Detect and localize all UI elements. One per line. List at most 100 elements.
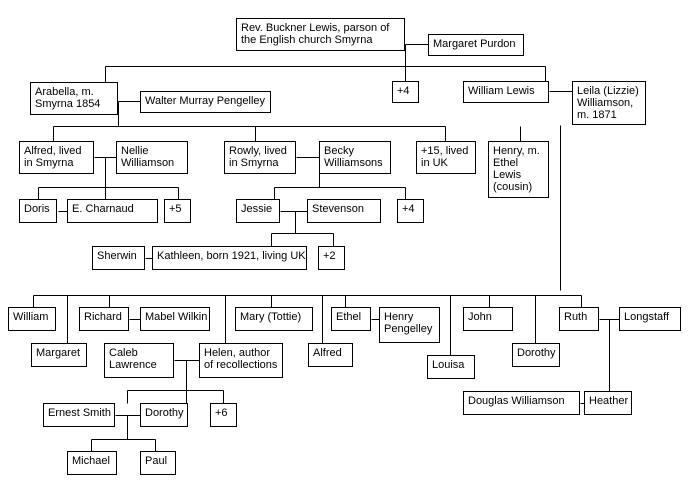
name-line: Walter Murray Pengelley [145, 95, 266, 107]
name-line: Sherwin [97, 250, 137, 262]
person-richard: Richard [79, 307, 129, 331]
person-plus4-mid: +4 [397, 199, 424, 223]
name-line: Longstaff [624, 311, 670, 323]
name-line: Alfred, lived [24, 145, 82, 157]
person-plus5: +5 [164, 199, 191, 223]
person-dorothy-right: Dorothy [512, 343, 560, 367]
name-line: +2 [323, 250, 336, 262]
name-line: Doris [24, 203, 50, 215]
name-line: of recollections [204, 359, 278, 371]
name-line: Louisa [432, 359, 465, 371]
person-plus6: +6 [210, 403, 237, 427]
name-line: Pengelley [384, 323, 433, 335]
name-line: Ethel [336, 311, 362, 323]
name-line: Douglas Williamson [468, 395, 565, 407]
person-margaret: Margaret [31, 343, 87, 367]
name-line: in UK [421, 157, 448, 169]
name-line: Ernest Smith [48, 407, 111, 419]
name-line: Lawrence [109, 359, 157, 371]
name-line: m. 1871 [577, 109, 617, 121]
name-line: William Lewis [468, 85, 535, 97]
name-line: William [13, 311, 49, 323]
person-douglas-williamson: Douglas Williamson [463, 391, 580, 415]
person-plus4-top: +4 [392, 81, 419, 103]
person-ernest-smith: Ernest Smith [43, 403, 115, 427]
name-line: Williamson [121, 157, 175, 169]
name-line: Henry, m. [493, 145, 540, 157]
person-louisa: Louisa [427, 355, 475, 379]
person-heather: Heather [584, 391, 632, 415]
person-ruth: Ruth [559, 307, 599, 331]
person-william: William [8, 307, 56, 331]
name-line: +15, lived [421, 145, 469, 157]
name-line: Margaret Purdon [433, 38, 516, 50]
person-paul: Paul [140, 451, 176, 475]
name-line: Williamsons [324, 157, 383, 169]
name-line: the English church Smyrna [241, 34, 373, 46]
name-line: Mabel Wilkin [145, 311, 208, 323]
name-line: Williamson, [577, 97, 634, 109]
person-mary-tottie: Mary (Tottie) [235, 307, 313, 331]
name-line: Richard [84, 311, 122, 323]
person-dorothy-left: Dorothy [140, 403, 188, 427]
person-walter-pengelley: Walter Murray Pengelley [140, 91, 271, 113]
name-line: +5 [169, 203, 182, 215]
name-line: Ruth [564, 311, 588, 323]
person-longstaff: Longstaff [619, 307, 681, 331]
name-line: E. Charnaud [72, 203, 134, 215]
name-line: Rev. Buckner Lewis, parson of [241, 22, 390, 34]
name-line: +6 [215, 407, 228, 419]
name-line: Smyrna 1854 [35, 98, 101, 110]
person-plus2: +2 [318, 246, 345, 270]
name-line: Leila (Lizzie) [577, 85, 639, 97]
person-alfred: Alfred [308, 343, 353, 367]
name-line: Jessie [241, 203, 273, 215]
name-line: Dorothy [517, 347, 556, 359]
name-line: Alfred [313, 347, 342, 359]
name-line: (cousin) [493, 181, 533, 193]
person-sherwin: Sherwin [92, 246, 145, 270]
person-jessie: Jessie [236, 199, 280, 223]
name-line: Nellie [121, 145, 149, 157]
name-line: Caleb [109, 347, 138, 359]
person-stevenson: Stevenson [307, 199, 381, 223]
name-line: Margaret [36, 347, 81, 359]
name-line: Lewis [493, 169, 522, 181]
name-line: Henry [384, 311, 414, 323]
name-line: Mary (Tottie) [240, 311, 302, 323]
name-line: +4 [402, 203, 415, 215]
name-line: Arabella, m. [35, 86, 94, 98]
name-line: Becky [324, 145, 354, 157]
person-michael: Michael [67, 451, 117, 475]
name-line: Kathleen, born 1921, living UK [157, 250, 306, 262]
name-line: Michael [72, 455, 110, 467]
person-mabel-wilkin: Mabel Wilkin [140, 307, 210, 331]
name-line: Dorothy [145, 407, 184, 419]
person-doris: Doris [19, 199, 57, 223]
name-line: Helen, author [204, 347, 271, 359]
person-arabella: Arabella, m.Smyrna 1854 [30, 82, 118, 115]
name-line: in Smyrna [24, 157, 74, 169]
person-ethel: Ethel [331, 307, 371, 331]
name-line: Heather [589, 395, 629, 407]
person-leila-williamson: Leila (Lizzie)Williamson,m. 1871 [572, 81, 646, 125]
person-margaret-purdon: Margaret Purdon [428, 34, 524, 56]
name-line: Paul [145, 455, 168, 467]
name-line: Ethel [493, 157, 519, 169]
name-line: Rowly, lived [229, 145, 287, 157]
person-john: John [463, 307, 513, 331]
person-kathleen: Kathleen, born 1921, living UK [152, 246, 307, 270]
person-e-charnaud: E. Charnaud [67, 199, 158, 223]
name-line: +4 [397, 85, 410, 97]
name-line: Stevenson [312, 203, 364, 215]
